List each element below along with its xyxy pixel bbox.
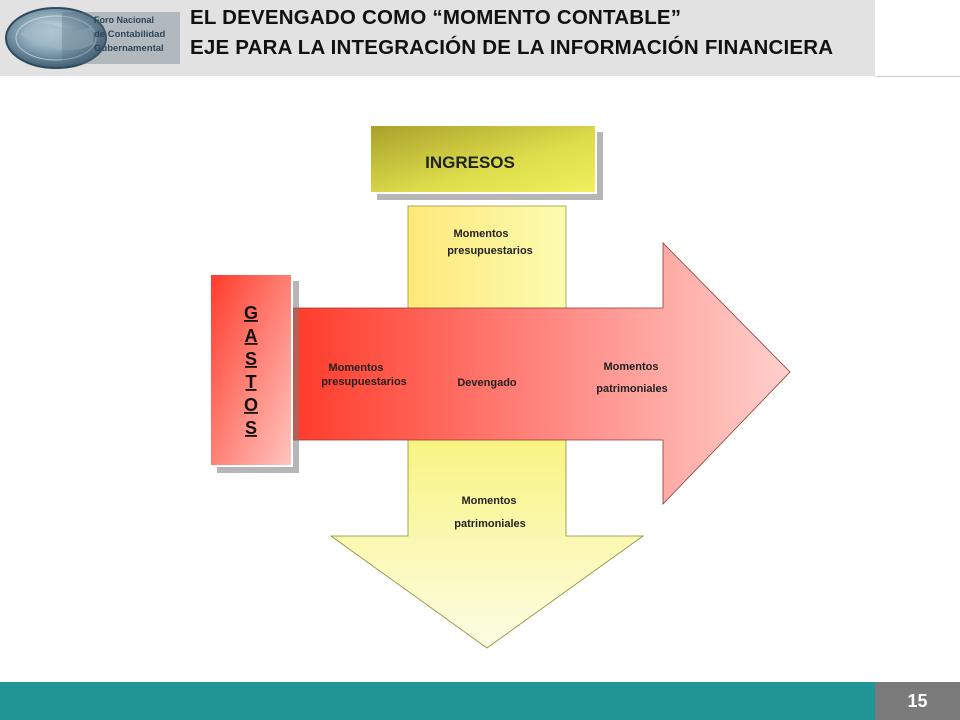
vertical-top-label-line1: Momentos bbox=[454, 228, 509, 240]
header-bar: Foro Nacional de Contabilidad Gubernamen… bbox=[0, 0, 875, 76]
right-arrow bbox=[291, 242, 791, 505]
header-divider bbox=[875, 76, 960, 77]
vertical-bottom-label-line1: Momentos bbox=[462, 495, 517, 507]
arrow-left-label-line2: presupuestarios bbox=[321, 376, 407, 388]
arrow-center-label: Devengado bbox=[457, 377, 517, 389]
gastos-letter: S bbox=[245, 418, 257, 438]
ingresos-box bbox=[369, 124, 597, 194]
ingresos-label: INGRESOS bbox=[425, 153, 515, 172]
gastos-letter: O bbox=[244, 395, 258, 415]
foro-nacional-logo: Foro Nacional de Contabilidad Gubernamen… bbox=[5, 7, 180, 69]
arrow-left-label-line1: Momentos bbox=[329, 362, 384, 374]
page-number: 15 bbox=[875, 682, 960, 720]
logo-line3: Gubernamental bbox=[94, 43, 164, 54]
arrow-right-label-line2: patrimoniales bbox=[596, 383, 668, 395]
slide-title-line2: EJE PARA LA INTEGRACIÓN DE LA INFORMACIÓ… bbox=[190, 36, 834, 59]
gastos-letter: G bbox=[244, 303, 258, 323]
footer-bar bbox=[0, 682, 875, 720]
vertical-bottom-label-line2: patrimoniales bbox=[454, 518, 526, 530]
slide-title-line1: EL DEVENGADO COMO “MOMENTO CONTABLE” bbox=[190, 6, 682, 29]
vertical-top-label-line2: presupuestarios bbox=[447, 245, 533, 257]
logo-line2: de Contabilidad bbox=[94, 29, 165, 40]
gastos-letter: S bbox=[245, 349, 257, 369]
down-arrow bbox=[329, 435, 645, 649]
arrow-right-label-line1: Momentos bbox=[604, 361, 659, 373]
gastos-box bbox=[209, 273, 293, 467]
gastos-letter: T bbox=[246, 372, 257, 392]
ingresos-vertical-band bbox=[407, 205, 567, 317]
logo-line1: Foro Nacional bbox=[94, 15, 154, 25]
gastos-letter: A bbox=[245, 326, 258, 346]
